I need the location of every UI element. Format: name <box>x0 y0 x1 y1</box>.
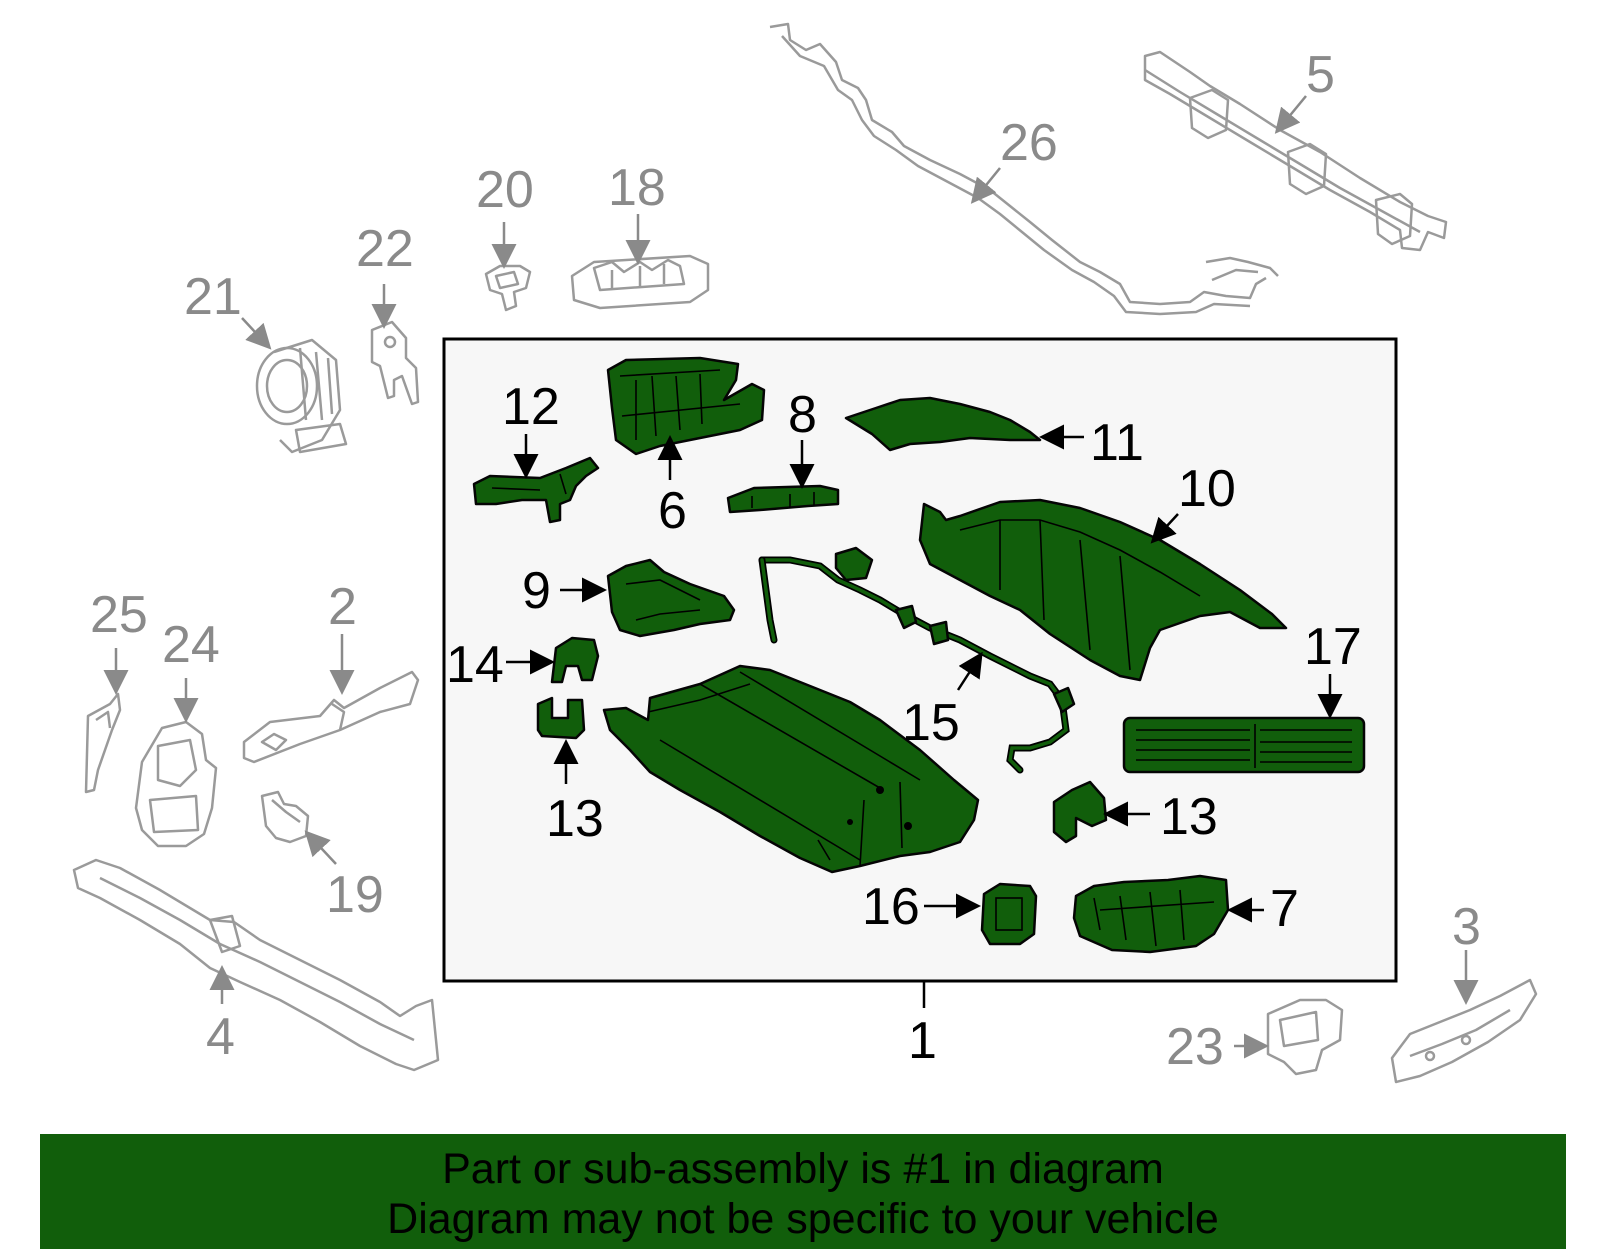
callout-20: 20 <box>476 161 534 219</box>
callout-12: 12 <box>502 378 560 436</box>
callout-13-left: 13 <box>546 790 604 848</box>
callout-5: 5 <box>1306 46 1335 104</box>
callout-18: 18 <box>608 159 666 217</box>
callout-24: 24 <box>162 616 220 674</box>
part-15-harness <box>758 546 1076 774</box>
leader-21 <box>241 317 272 350</box>
callout-1: 1 <box>908 1012 937 1070</box>
callout-15: 15 <box>902 694 960 752</box>
callout-23: 23 <box>1166 1018 1224 1076</box>
part-3-bracket <box>1390 978 1538 1084</box>
leader-10 <box>1150 513 1179 544</box>
part-12-bracket <box>472 456 600 524</box>
part-23-bracket <box>1266 998 1344 1076</box>
callout-19: 19 <box>326 866 384 924</box>
callout-8: 8 <box>788 386 817 444</box>
banner-line-2: Diagram may not be specific to your vehi… <box>387 1195 1219 1243</box>
part-6-tray <box>606 356 766 456</box>
part-11-cover <box>844 396 1042 452</box>
part-9-tray <box>606 558 736 638</box>
callout-21: 21 <box>184 268 242 326</box>
part-24-bracket <box>134 720 218 848</box>
callout-7: 7 <box>1270 880 1299 938</box>
callout-4: 4 <box>206 1008 235 1066</box>
callout-14: 14 <box>446 636 504 694</box>
part-20-clip <box>484 264 532 312</box>
part-battery-case <box>602 664 980 874</box>
part-14-clip <box>550 636 600 684</box>
callout-26: 26 <box>1000 114 1058 172</box>
part-16-module <box>980 882 1038 946</box>
callout-3: 3 <box>1452 898 1481 956</box>
callout-11: 11 <box>1090 414 1144 472</box>
leader-26 <box>970 167 1001 204</box>
part-7-housing <box>1072 874 1230 954</box>
part-22-bracket <box>370 320 420 406</box>
leader-19 <box>304 830 337 865</box>
part-13-bracket-right <box>1052 780 1108 844</box>
callout-22: 22 <box>356 220 414 278</box>
part-25-panel <box>84 692 122 794</box>
leader-5 <box>1274 95 1307 134</box>
part-18-relay-box <box>570 254 710 310</box>
part-10-panel <box>918 498 1288 682</box>
part-2-bracket <box>242 670 420 764</box>
callout-17: 17 <box>1304 618 1362 676</box>
part-19-clip <box>260 790 310 844</box>
callout-16: 16 <box>862 878 920 936</box>
banner-line-1: Part or sub-assembly is #1 in diagram <box>442 1145 1164 1193</box>
part-13-bracket-left <box>536 696 586 740</box>
part-5-crossmember <box>1143 50 1448 252</box>
callout-10: 10 <box>1178 460 1236 518</box>
part-8-bar <box>726 484 840 514</box>
callout-9: 9 <box>522 562 551 620</box>
callout-6: 6 <box>658 482 687 540</box>
callout-25: 25 <box>90 586 148 644</box>
callout-2: 2 <box>328 578 357 636</box>
assembly-box <box>442 337 1398 983</box>
part-21-speaker <box>255 338 348 454</box>
disclaimer-banner: Part or sub-assembly is #1 in diagram Di… <box>40 1134 1566 1249</box>
leader-15 <box>956 651 983 691</box>
part-4-rail <box>72 858 440 1072</box>
callout-13-right: 13 <box>1160 788 1218 846</box>
part-17-label <box>1122 716 1366 774</box>
